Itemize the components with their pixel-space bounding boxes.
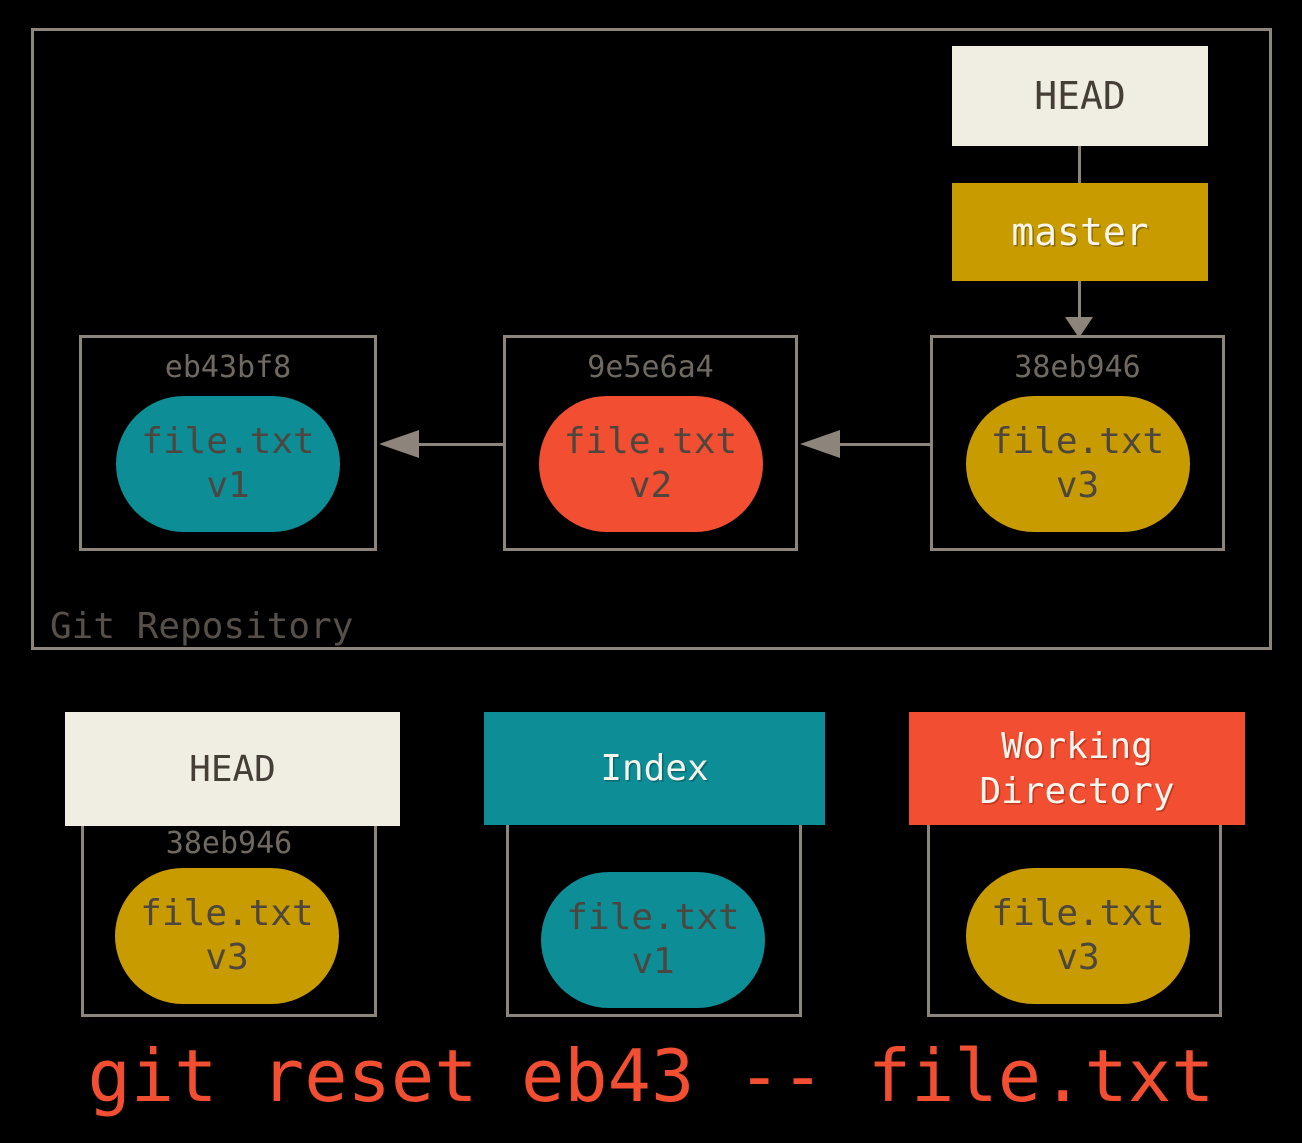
- file-name: file.txt: [991, 893, 1165, 935]
- parent-arrowhead-icon: [379, 430, 419, 458]
- commit-hash: 38eb946: [1014, 350, 1141, 385]
- head-ref-label: HEAD: [1034, 74, 1126, 118]
- file-name: file.txt: [141, 421, 315, 463]
- file-name: file.txt: [990, 421, 1165, 463]
- working-directory-title: Working Directory: [979, 725, 1175, 812]
- file-name: file.txt: [140, 893, 314, 935]
- working-directory-header: Working Directory: [909, 712, 1245, 825]
- parent-arrow-line: [415, 443, 503, 446]
- commit-hash: 9e5e6a4: [587, 350, 714, 385]
- file-version: v3: [1056, 937, 1100, 978]
- commit-box-38eb946: 38eb946 file.txt v3: [930, 335, 1225, 551]
- git-repository-label: Git Repository: [50, 606, 354, 647]
- file-version: v3: [205, 937, 249, 978]
- commit-box-9e5e6a4: 9e5e6a4 file.txt v2: [503, 335, 798, 551]
- index-tree-title: Index: [600, 748, 709, 789]
- index-tree-header: Index: [484, 712, 825, 825]
- parent-arrowhead-icon: [800, 430, 840, 458]
- master-to-commit-line: [1078, 281, 1081, 319]
- working-directory-file-blob: file.txt v3: [966, 868, 1190, 1004]
- head-tree-file-blob: file.txt v3: [115, 868, 339, 1004]
- head-tree-hash: 38eb946: [165, 826, 293, 861]
- file-name: file.txt: [566, 897, 740, 939]
- commit-box-eb43bf8: eb43bf8 file.txt v1: [79, 335, 377, 551]
- git-repository-box: [31, 28, 1272, 650]
- head-tree-title: HEAD: [189, 748, 276, 790]
- parent-arrow-line: [836, 443, 930, 446]
- file-blob-v2: file.txt v2: [538, 396, 763, 532]
- file-version: v1: [206, 465, 250, 506]
- commit-hash: eb43bf8: [164, 350, 292, 385]
- master-branch-label: master: [1011, 210, 1149, 254]
- master-to-commit-arrowhead-icon: [1065, 317, 1093, 338]
- head-tree-header: HEAD: [65, 712, 400, 826]
- index-tree-file-blob: file.txt v1: [541, 872, 765, 1008]
- file-blob-v3: file.txt v3: [965, 396, 1190, 532]
- head-ref-box: HEAD: [952, 46, 1208, 146]
- master-branch-box: master: [952, 183, 1208, 281]
- file-version: v2: [628, 465, 673, 506]
- file-name: file.txt: [563, 421, 738, 463]
- file-version: v1: [631, 941, 675, 982]
- git-command-caption: git reset eb43 -- file.txt: [87, 1034, 1215, 1118]
- head-to-master-connector: [1078, 146, 1081, 183]
- file-blob-v1: file.txt v1: [116, 396, 340, 532]
- file-version: v3: [1055, 465, 1100, 506]
